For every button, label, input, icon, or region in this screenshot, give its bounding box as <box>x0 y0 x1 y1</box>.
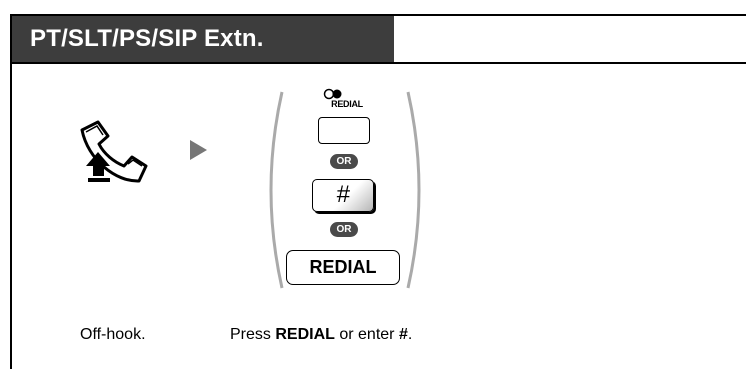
step-1-caption: Off-hook. <box>80 326 146 343</box>
or-badge: OR <box>330 222 358 237</box>
redial-indicator-icon: REDIAL <box>322 88 372 109</box>
hash-key[interactable]: # <box>312 179 374 212</box>
or-badge: OR <box>330 154 358 169</box>
redial-indicator-label: REDIAL <box>331 99 363 109</box>
led-dots-icon <box>323 88 342 100</box>
off-hook-handset-icon <box>76 118 160 191</box>
frame-top-border <box>10 14 746 16</box>
play-arrow-icon <box>190 140 208 165</box>
header-divider <box>12 62 746 64</box>
header-title: PT/SLT/PS/SIP Extn. <box>12 16 394 62</box>
frame-left-border <box>10 14 12 369</box>
caption-hash-bold: # <box>398 326 408 343</box>
caption-text: Press <box>230 326 276 343</box>
left-parenthesis-bracket <box>258 90 286 295</box>
caption-text: . <box>407 326 413 343</box>
step-2-caption: Press REDIAL or enter #. <box>230 325 412 345</box>
right-parenthesis-bracket <box>404 90 432 295</box>
caption-redial-bold: REDIAL <box>275 326 335 343</box>
redial-button[interactable]: REDIAL <box>286 250 400 285</box>
flexible-redial-key[interactable] <box>318 117 370 144</box>
caption-text: or enter <box>334 326 399 343</box>
